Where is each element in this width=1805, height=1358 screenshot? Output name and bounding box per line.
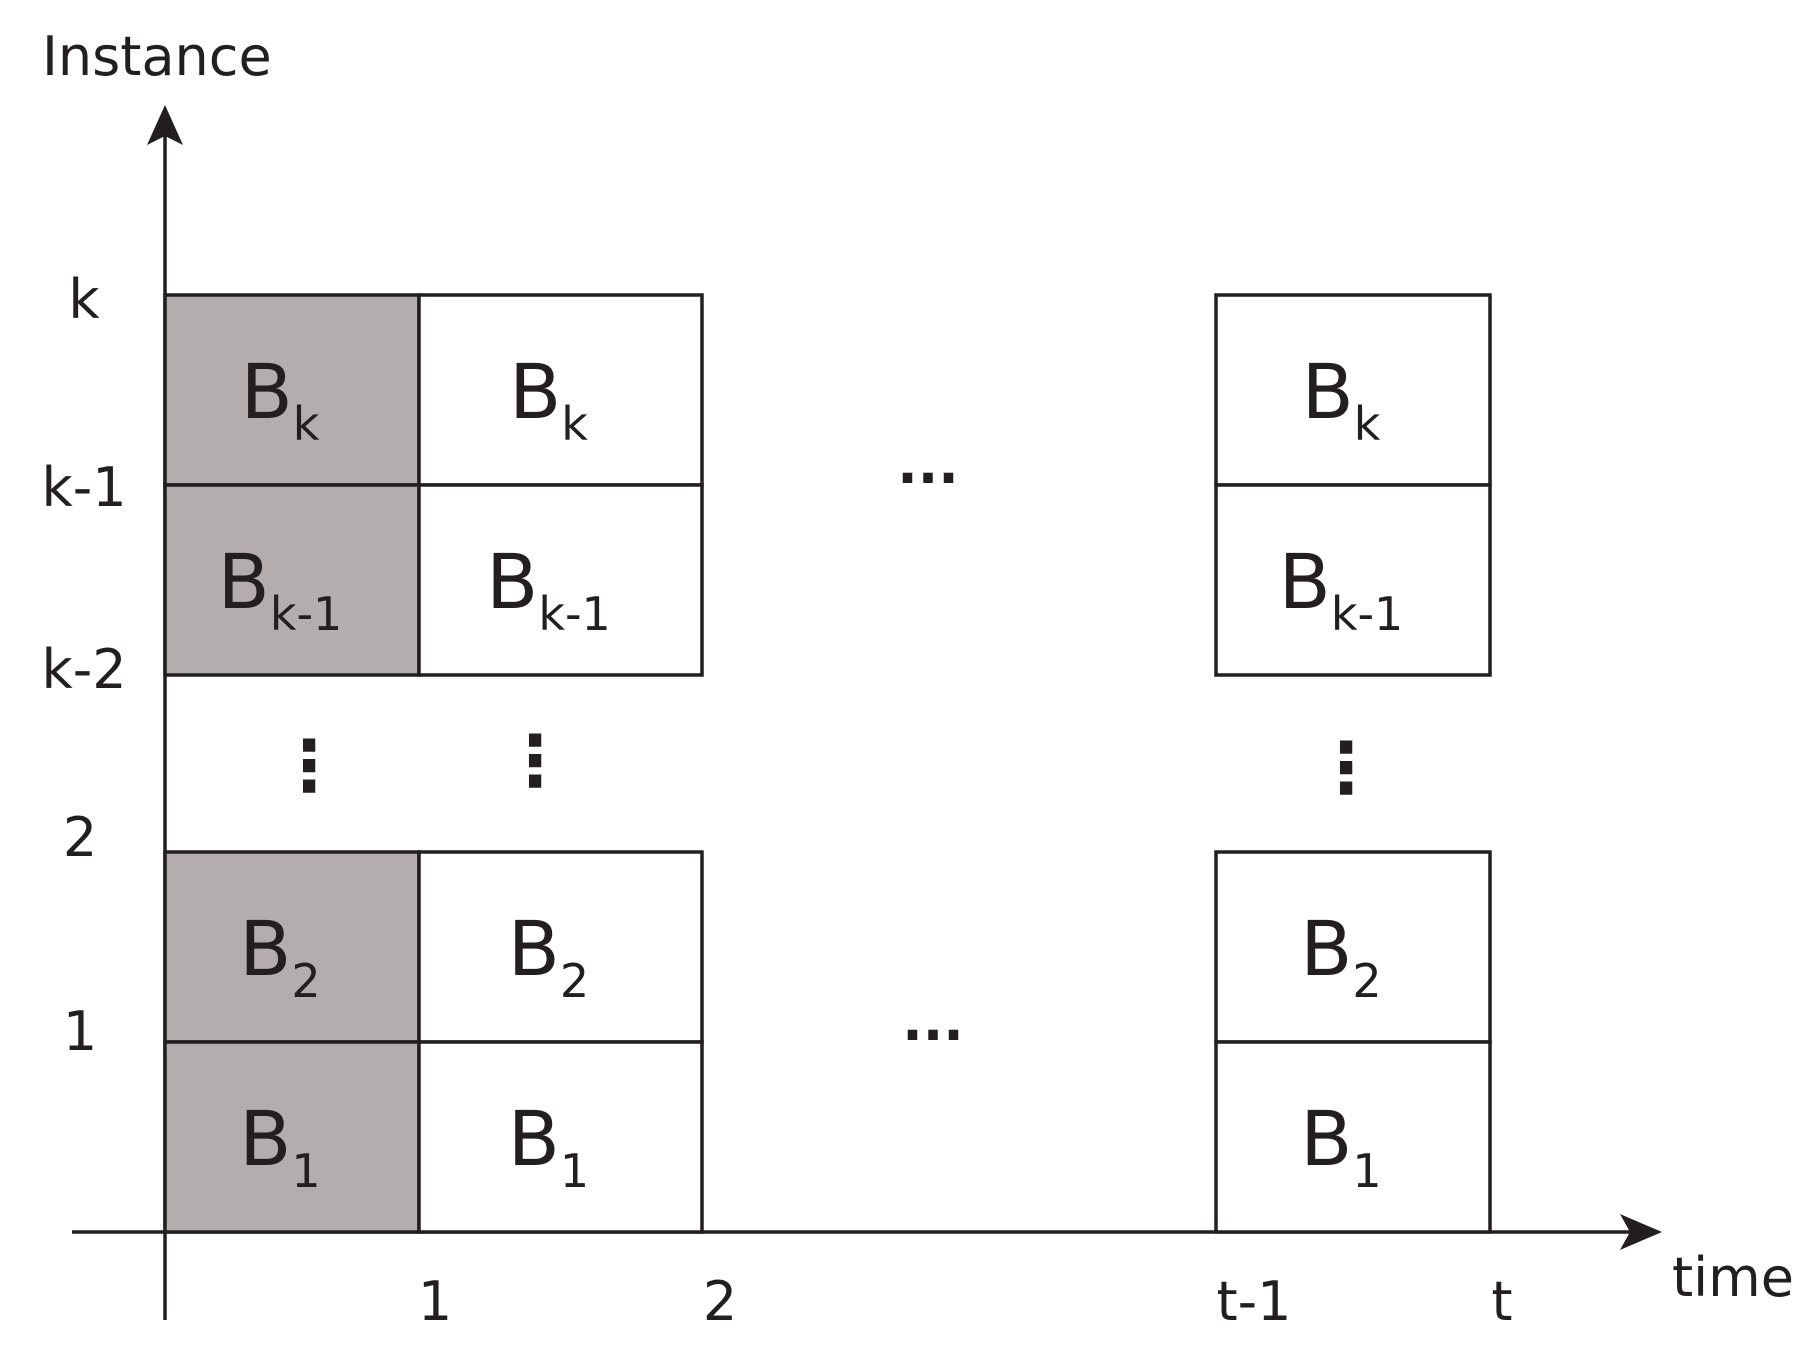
y-axis-title: Instance — [42, 25, 272, 88]
x-tick-label: t — [1491, 1270, 1512, 1333]
vertical-ellipsis-colt: ⋮ — [1311, 727, 1381, 809]
block-label-subscript: 2 — [1352, 954, 1381, 1008]
column-0-cell — [163, 850, 421, 1044]
block-label-subscript: 1 — [560, 1144, 589, 1198]
block-label-subscript: k — [293, 397, 320, 451]
column-0-cell — [163, 483, 421, 677]
block-label-subscript: 1 — [291, 1144, 320, 1198]
block-label-base: B — [1279, 537, 1331, 626]
block-label: B1 — [1300, 1094, 1381, 1198]
block-label: B2 — [508, 904, 589, 1008]
horizontal-ellipsis-top: ... — [897, 433, 959, 496]
vertical-ellipsis-col0: ⋮ — [274, 725, 344, 807]
x-axis-title: time — [1672, 1246, 1794, 1309]
block-label-base: B — [1302, 347, 1354, 436]
block-label-base: B — [1300, 904, 1352, 993]
block-label: Bk — [1302, 347, 1381, 451]
column-t-cell — [1214, 483, 1492, 677]
block-label-subscript: k — [1354, 397, 1381, 451]
block-label: B1 — [508, 1094, 589, 1198]
y-tick-label: k-2 — [41, 638, 126, 701]
block-label-base: B — [509, 347, 561, 436]
y-tick-label: 1 — [63, 1000, 97, 1063]
column-1-cell — [417, 483, 704, 677]
block-label-subscript: 1 — [1352, 1144, 1381, 1198]
x-tick-label: t-1 — [1216, 1270, 1291, 1333]
block-label: Bk-1 — [486, 537, 611, 641]
block-label-base: B — [486, 537, 538, 626]
x-axis-arrowhead — [1620, 1214, 1662, 1250]
column-0-cell — [163, 1040, 421, 1234]
block-label-base: B — [218, 537, 270, 626]
y-axis-arrowhead — [147, 105, 183, 145]
block-label: Bk — [241, 347, 320, 451]
vertical-ellipsis-col1: ⋮ — [500, 720, 570, 802]
block-label-subscript: k-1 — [1331, 587, 1404, 641]
column-1-cell — [417, 850, 704, 1044]
block-label-base: B — [239, 1094, 291, 1183]
block-label-subscript: k — [561, 397, 588, 451]
y-tick-label: k-1 — [41, 456, 126, 519]
block-label: B2 — [239, 904, 320, 1008]
block-label-subscript: 2 — [560, 954, 589, 1008]
block-label-subscript: 2 — [291, 954, 320, 1008]
column-t-cell — [1214, 1040, 1492, 1234]
block-label-subscript: k-1 — [538, 587, 611, 641]
horizontal-ellipsis-bottom: ... — [902, 990, 964, 1053]
column-0-cell — [163, 293, 421, 487]
column-t-cell — [1214, 850, 1492, 1044]
block-label: Bk-1 — [1279, 537, 1404, 641]
x-tick-label: 2 — [703, 1270, 737, 1333]
block-label: Bk — [509, 347, 588, 451]
block-label-base: B — [508, 1094, 560, 1183]
block-label: Bk-1 — [218, 537, 343, 641]
column-1-cell — [417, 1040, 704, 1234]
block-label-base: B — [239, 904, 291, 993]
x-tick-label: 1 — [418, 1270, 452, 1333]
y-tick-label: k — [68, 268, 100, 331]
block-label-base: B — [1300, 1094, 1352, 1183]
block-label-subscript: k-1 — [270, 587, 343, 641]
block-label-base: B — [241, 347, 293, 436]
y-tick-label: 2 — [63, 806, 97, 869]
block-label-base: B — [508, 904, 560, 993]
block-label: B1 — [239, 1094, 320, 1198]
block-label: B2 — [1300, 904, 1381, 1008]
